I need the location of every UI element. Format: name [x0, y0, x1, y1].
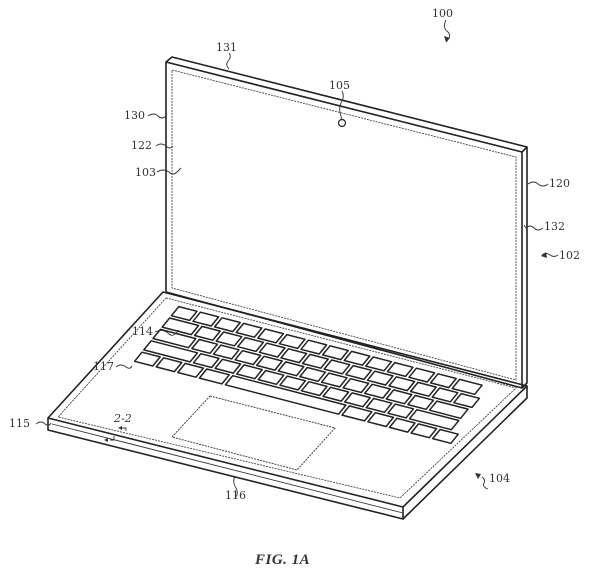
key: [409, 381, 437, 397]
key: [234, 349, 262, 366]
key: [170, 305, 198, 322]
ref-2-2: 2-2: [114, 412, 132, 425]
key: [367, 411, 395, 428]
key: [453, 392, 481, 409]
key: [366, 370, 394, 386]
ref-122: 122: [131, 139, 152, 152]
key: [410, 423, 438, 439]
key: [155, 357, 183, 373]
camera-icon: [337, 118, 347, 128]
key: [161, 317, 200, 336]
key: [322, 386, 350, 402]
ref-100: 100: [432, 7, 453, 20]
key: [343, 350, 371, 366]
key: [193, 325, 221, 341]
key: [431, 387, 459, 403]
key: [277, 361, 305, 377]
key: [257, 328, 285, 344]
key: [279, 375, 307, 391]
key: [387, 403, 415, 419]
ref-130: 130: [124, 109, 145, 122]
key: [143, 340, 199, 363]
ref-114: 114: [132, 325, 153, 338]
key: [255, 355, 283, 371]
leader-lines: [35, 19, 559, 499]
key: [212, 344, 240, 360]
key: [301, 353, 329, 369]
key: [177, 362, 205, 378]
key: [320, 372, 348, 388]
key: [345, 364, 373, 381]
key: [388, 376, 416, 392]
ref-132: 132: [544, 220, 565, 233]
key: [235, 364, 263, 380]
key: [257, 369, 285, 386]
key: [407, 394, 435, 411]
ref-103: 103: [135, 166, 156, 179]
key: [451, 378, 483, 396]
key: [278, 333, 306, 350]
key: [235, 322, 263, 338]
key: [213, 317, 241, 333]
ref-104: 104: [489, 472, 510, 485]
ref-131: 131: [216, 41, 237, 54]
display-screen: [171, 69, 517, 381]
ref-120: 120: [549, 177, 570, 190]
key: [388, 417, 416, 433]
ref-115: 115: [9, 417, 30, 430]
key: [191, 338, 219, 355]
key: [224, 374, 347, 415]
trackpad: [171, 395, 336, 471]
display-housing: [165, 56, 528, 389]
ref-102: 102: [559, 249, 580, 262]
key: [280, 348, 308, 364]
keyboard: [133, 305, 483, 445]
key: [341, 405, 373, 422]
key: [133, 351, 161, 367]
figure-caption: FIG. 1A: [255, 552, 311, 568]
base-housing: [47, 291, 528, 520]
key: [431, 428, 459, 445]
key: [365, 397, 393, 414]
key: [323, 359, 351, 375]
key: [429, 373, 457, 389]
ref-105: 105: [329, 79, 350, 92]
key: [300, 339, 328, 355]
key: [299, 366, 327, 383]
key: [363, 383, 391, 399]
key: [428, 400, 469, 420]
key: [343, 392, 371, 408]
ref-117: 117: [93, 360, 114, 373]
key: [300, 380, 328, 397]
key: [192, 352, 220, 369]
key: [386, 361, 414, 378]
ref-116: 116: [225, 489, 246, 502]
key: [258, 342, 286, 358]
key: [215, 331, 243, 347]
key: [192, 311, 220, 327]
key: [237, 336, 265, 353]
key: [321, 345, 349, 361]
key: [198, 368, 231, 385]
key: [342, 377, 370, 394]
key: [408, 408, 460, 431]
key: [152, 328, 197, 349]
key: [385, 389, 413, 405]
key: [365, 356, 393, 372]
key: [214, 358, 242, 374]
key: [408, 367, 436, 383]
